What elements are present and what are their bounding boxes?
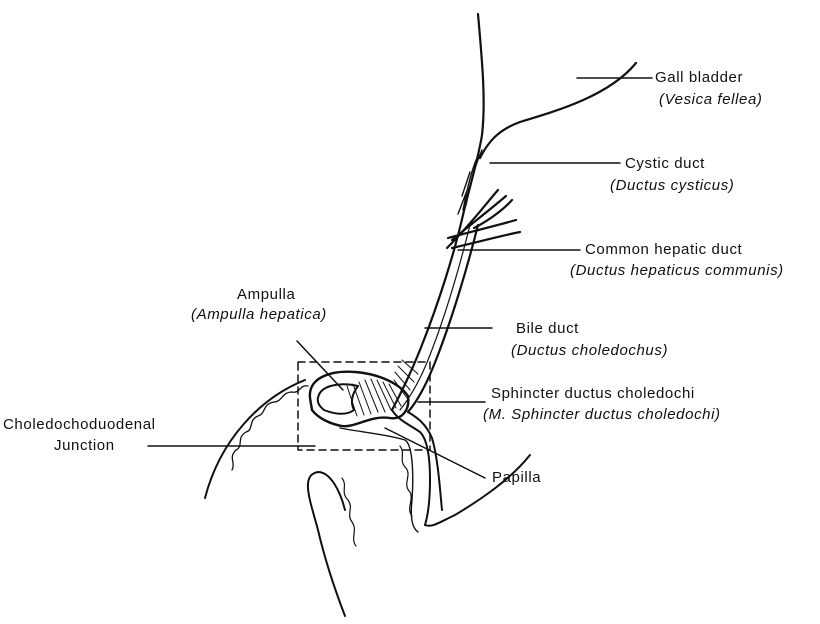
sphincter-latin: (M. Sphincter ductus choledochi)	[483, 406, 721, 424]
junction-label-line1: Choledochoduodenal	[3, 416, 156, 434]
gall-bladder-latin: (Vesica fellea)	[659, 91, 762, 109]
gall-bladder-label: Gall bladder	[655, 69, 743, 87]
duodenum-outer-wall	[205, 380, 305, 498]
leader-papilla	[385, 428, 485, 478]
bile-duct-label: Bile duct	[516, 320, 579, 338]
common-hepatic-duct-label: Common hepatic duct	[585, 241, 742, 259]
junction-label-line2: Junction	[54, 437, 115, 455]
common-hepatic-duct-latin: (Ductus hepaticus communis)	[570, 262, 784, 280]
bile-duct-inner-line	[400, 225, 470, 410]
duodenum-lower-mucosa	[342, 478, 356, 546]
papilla-label: Papilla	[492, 469, 541, 487]
cystic-duct-latin: (Ductus cysticus)	[610, 177, 734, 195]
ampulla-label: Ampulla	[237, 286, 295, 304]
leader-ampulla	[297, 341, 343, 390]
duodenum-lower-loop	[308, 472, 345, 616]
ampulla-lumen	[318, 384, 358, 413]
cystic-duct-folds	[458, 150, 482, 214]
sphincter-label: Sphincter ductus choledochi	[491, 385, 695, 403]
duodenum-inner-mucosa	[400, 446, 412, 516]
duodenum-inner-wall	[340, 428, 418, 532]
bile-duct-latin: (Ductus choledochus)	[511, 342, 668, 360]
ampulla-latin: (Ampulla hepatica)	[191, 306, 327, 324]
cystic-duct-label: Cystic duct	[625, 155, 705, 173]
